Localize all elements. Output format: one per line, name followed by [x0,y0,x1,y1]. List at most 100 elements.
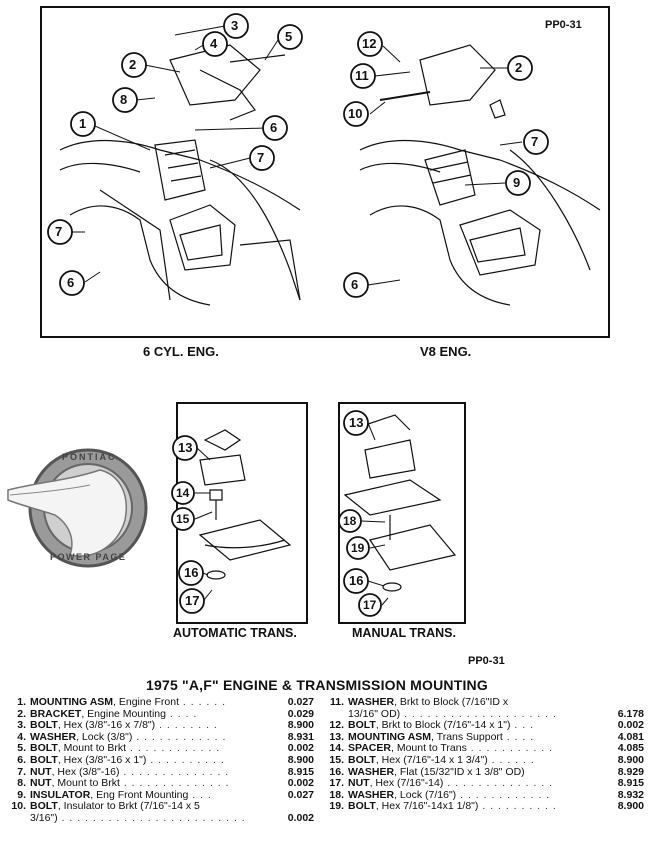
part-code: 8.900 [287,753,314,766]
part-name: WASHER [348,766,395,778]
parts-right-row: 15. BOLT, Hex (7/16"-14 x 1 3/4") . . . .… [322,753,644,767]
part-name: NUT [348,778,370,790]
part-desc: , Engine Front [113,697,179,708]
callout-1: 1 [79,116,87,131]
parts-left-row: 6.BOLT, Hex (3/8"-16 x 1") . . . . . . .… [4,753,314,767]
label-v8: V8 ENG. [420,344,472,359]
part-code: 0.027 [287,696,314,708]
leader-dots: . . . . . . . . . . [478,801,557,813]
part-description: BOLT, Hex (7/16"-14 x 1 3/4") . . . . . … [348,755,592,767]
leader-dots: . . . . . . . . . . . . . . [443,778,554,790]
callout-16-manual: 16 [349,573,364,588]
callout-18: 18 [343,514,357,528]
part-number: 7. [17,765,26,778]
leader-dots: . . . . . . . . . . . . [126,743,221,755]
part-name: MOUNTING ASM [348,731,432,743]
part-number: 18. [329,788,344,801]
part-code: 8.900 [617,753,644,766]
part-description: NUT, Hex (7/16"-14) . . . . . . . . . . … [348,778,592,790]
parts-left-row: 3/16") . . . . . . . . . . . . . . . . .… [4,811,314,825]
callout-17-auto: 17 [185,593,200,608]
parts-left-row: 7.NUT, Hex (3/8"-16) . . . . . . . . . .… [4,765,314,779]
parts-list-title: 1975 "A,F" ENGINE & TRANSMISSION MOUNTIN… [146,677,488,693]
part-code: 8.931 [287,730,314,743]
callout-2-v8: 2 [515,60,523,75]
part-code: 8.932 [617,788,644,801]
part-description: MOUNTING ASM, Trans Support . . . . [348,732,592,744]
part-description: BOLT, Brkt to Block (7/16"-14 x 1") . . … [348,720,592,732]
part-number: 15. [329,753,344,766]
parts-left-row: 9. INSULATOR, Eng Front Mounting . . . 0.0… [4,788,314,802]
parts-left-row: 1.MOUNTING ASM, Engine Front . . . . . .… [4,696,314,709]
label-six-cyl: 6 CYL. ENG. [143,344,219,359]
callout-6: 6 [270,120,278,135]
callout-12: 12 [362,36,377,51]
part-number: 14. [329,742,344,755]
part-description: 3/16") . . . . . . . . . . . . . . . . .… [30,813,262,825]
part-name: MOUNTING ASM [30,697,114,708]
part-description: 13/16" OD) . . . . . . . . . . . . . . .… [348,709,592,721]
part-description: WASHER, Lock (3/8") . . . . . . . . . . … [30,732,262,744]
part-name: INSULATOR [30,789,91,801]
part-description: BOLT, Insulator to Brkt (7/16"-14 x 5 [30,801,262,813]
auto-trans-frame [176,402,308,624]
parts-left-row: 10. BOLT, Insulator to Brkt (7/16"-14 x 5 [4,801,314,813]
callout-13-auto: 13 [178,440,193,455]
label-auto-trans: AUTOMATIC TRANS. [173,626,297,640]
leader-dots: . . . . [502,731,535,743]
part-desc: , Insulator to Brkt (7/16"-14 x 5 [57,801,200,813]
callout-2: 2 [129,57,137,72]
part-number: 11. [329,696,344,708]
part-code: 4.081 [617,730,644,743]
part-desc: , Lock (3/8") [76,731,133,743]
part-number: 4. [17,730,26,743]
parts-right-row: 13.MOUNTING ASM, Trans Support . . . .4.… [322,730,644,744]
part-name: BOLT [348,720,376,732]
part-description: WASHER, Brkt to Block (7/16"ID x [348,697,592,709]
part-code [592,697,644,709]
part-code: 0.002 [287,811,314,824]
label-manual-trans: MANUAL TRANS. [352,626,456,640]
parts-left-row: 5.BOLT, Mount to Brkt . . . . . . . . . … [4,743,314,755]
parts-right-row: 16.WASHER, Flat (15/32"ID x 1 3/8" OD)8.… [322,766,644,779]
part-number: 1. [17,696,26,708]
leader-dots: . . . [188,789,212,801]
part-name: BOLT [30,754,58,766]
callout-13-manual: 13 [349,415,364,430]
callout-6-v8: 6 [351,277,359,292]
parts-right-row: 17. NUT, Hex (7/16"-14) . . . . . . . . .… [322,778,644,790]
parts-right-row: 12. BOLT, Brkt to Block (7/16"-14 x 1") .… [322,720,644,732]
part-desc: , Eng Front Mounting [90,789,189,801]
part-code: 8.915 [617,777,644,790]
part-code: 0.002 [287,742,314,755]
leader-dots: . . . . . . . . . . . . [456,789,551,801]
part-number: 17. [329,777,344,790]
parts-left-row: 2.BRACKET, Engine Mounting . . . .0.029 [4,708,314,721]
part-code: 0.027 [287,788,314,801]
part-number: 12. [329,719,344,732]
watermark-top-text: PONTIAC [62,452,117,462]
part-description: WASHER, Flat (15/32"ID x 1 3/8" OD) [348,767,592,779]
part-number: 9. [17,788,26,801]
callout-14: 14 [176,486,190,500]
parts-right-row: 18. WASHER, Lock (7/16") . . . . . . . . … [322,788,644,802]
callout-17-manual: 17 [363,598,377,612]
part-number: 10. [11,800,26,813]
part-desc: , Flat (15/32"ID x 1 3/8" OD) [394,766,525,778]
part-desc: , Mount to Brkt [57,743,127,755]
part-desc: , Hex (7/16"-14) [369,778,444,790]
leader-dots: . . . . . . . . . . . . . . [119,766,230,778]
part-desc: , Brkt to Block (7/16"ID x [394,697,509,708]
part-code: 0.002 [617,719,644,732]
part-description: BOLT, Hex (3/8"-16 x 7/8") . . . . . . .… [30,720,262,732]
part-description: SPACER, Mount to Trans . . . . . . . . .… [348,743,592,755]
part-desc: , Brkt to Block (7/16"-14 x 1") [375,720,511,732]
part-name: WASHER [348,789,395,801]
part-desc: , Hex (7/16"-14 x 1 3/4") [375,754,488,766]
parts-left-row: 3.BOLT, Hex (3/8"-16 x 7/8") . . . . . .… [4,720,314,732]
part-desc: , Lock (7/16") [394,789,457,801]
parts-right-row: 19.BOLT, Hex 7/16"-14x1 1/8") . . . . . … [322,801,644,813]
